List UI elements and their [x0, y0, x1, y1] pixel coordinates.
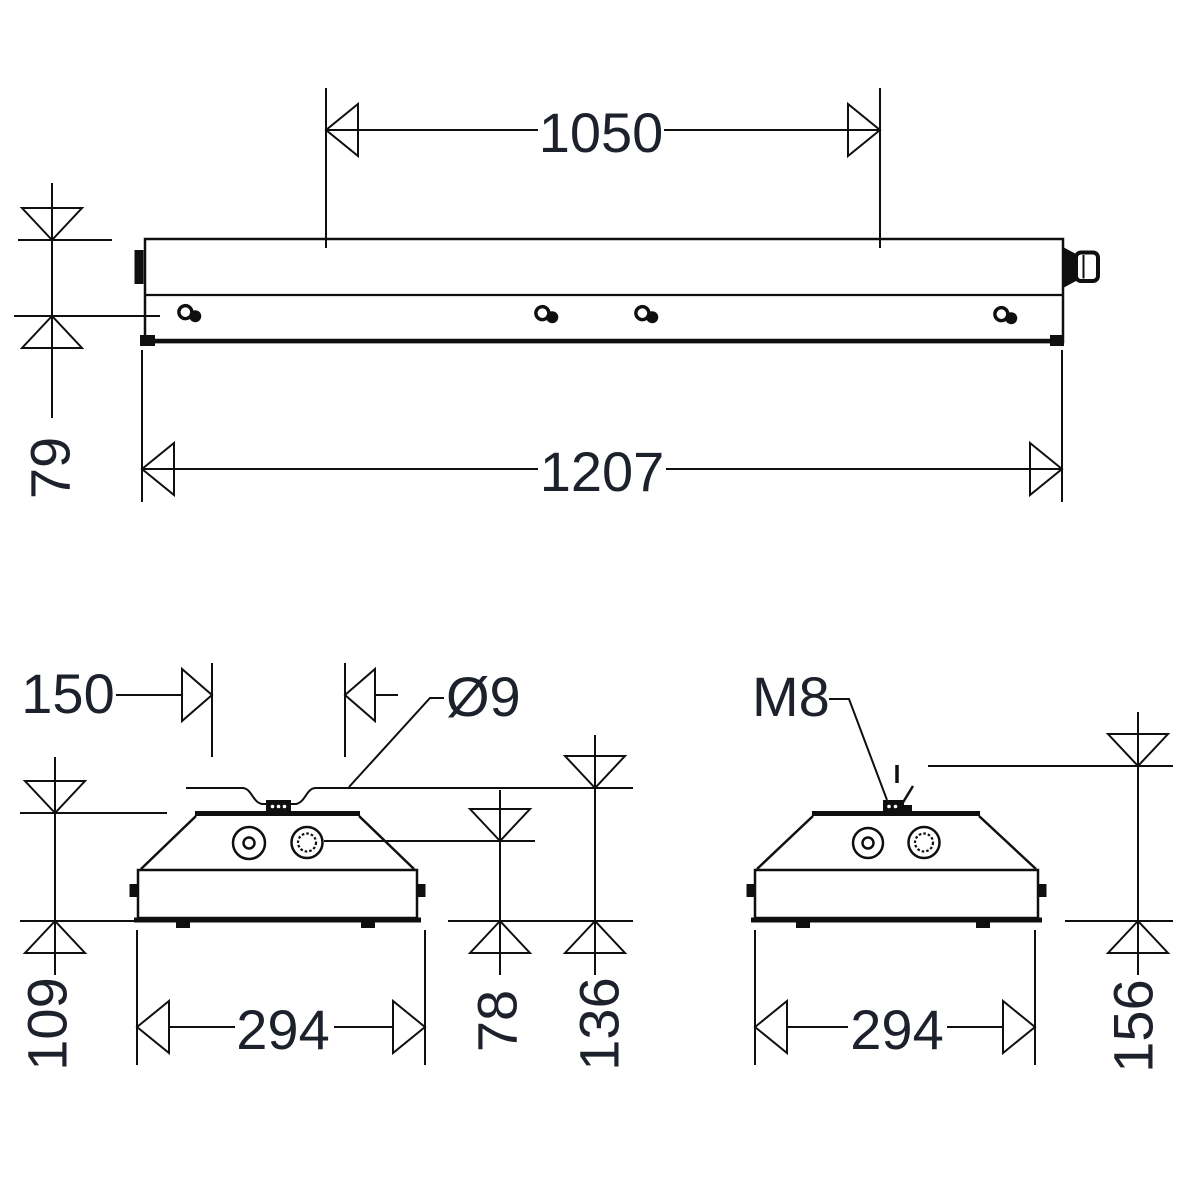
top-view-side-elevation — [134, 237, 1100, 346]
dimension-78: 78 — [324, 790, 633, 1052]
arrowhead-right — [1029, 440, 1064, 498]
end-view-left — [129, 787, 633, 928]
arrowhead-left — [135, 998, 170, 1056]
arrowhead-bottom — [1105, 919, 1171, 954]
dim-150-label: 150 — [21, 662, 114, 725]
arrowhead-left — [140, 440, 175, 498]
side-tab-right — [1037, 884, 1047, 897]
housing-base — [136, 868, 419, 920]
dim-78-label: 78 — [466, 990, 529, 1052]
dim-136-label: 136 — [568, 977, 631, 1070]
arrowhead-bottom — [562, 919, 628, 954]
housing-slant-left — [756, 815, 814, 870]
dim-m8-label: M8 — [752, 665, 830, 728]
foot-right — [976, 922, 990, 928]
leader-line — [348, 697, 444, 788]
left-end-tab — [134, 250, 144, 284]
fixing-clip-icon — [534, 304, 559, 324]
dim-79-label: 79 — [19, 437, 82, 499]
mounting-strap-line — [186, 787, 633, 805]
dimension-79: 79 — [14, 183, 160, 499]
dimension-294-right: 294 — [753, 930, 1037, 1065]
housing-slant-right — [358, 815, 415, 870]
callout-stud-thread: M8 — [752, 665, 888, 801]
stud-side-nub — [903, 805, 912, 814]
arrowhead-bottom — [467, 919, 533, 954]
bottom-left-corner-tab — [140, 335, 155, 346]
fixing-clip-icon — [634, 304, 659, 324]
cable-gland-base — [1063, 247, 1076, 288]
arrowhead-left — [753, 998, 788, 1056]
dimension-156: 156 — [928, 712, 1173, 1073]
arrowhead-top — [467, 808, 533, 843]
cable-entry-knockout — [231, 825, 267, 861]
dimension-294-left: 294 — [135, 930, 427, 1065]
housing-base — [753, 868, 1040, 920]
fixing-clip-icon — [177, 303, 202, 323]
arrowhead-top — [1105, 733, 1171, 768]
fixing-clip-icon — [993, 305, 1018, 325]
leader-line — [829, 698, 888, 801]
side-tab-left — [746, 884, 756, 897]
cable-entry-knockout-serrated — [290, 825, 324, 860]
side-tab-left — [129, 884, 139, 897]
foot-left — [796, 922, 810, 928]
dimension-109: 109 — [16, 757, 167, 1071]
dim-109-label: 109 — [16, 977, 79, 1070]
housing-slant-right — [978, 815, 1037, 870]
housing-slant-left — [140, 815, 197, 870]
arrowhead-right — [343, 666, 376, 724]
dimension-150: 150 — [21, 662, 398, 757]
dimension-1207: 1207 — [140, 350, 1064, 503]
callout-hole-diameter: Ø9 — [348, 665, 521, 788]
side-tab-right — [416, 884, 426, 897]
dim-o9-label: Ø9 — [446, 665, 521, 728]
cable-entry-knockout — [851, 826, 885, 860]
dim-156-label: 156 — [1102, 979, 1165, 1072]
arrowhead-right — [392, 998, 427, 1056]
arrowhead-left — [181, 666, 214, 724]
arrowhead-top — [22, 780, 88, 815]
stud-detail-line — [900, 785, 915, 805]
cable-gland-nut — [1074, 250, 1100, 283]
luminaire-body-outline — [143, 237, 1065, 344]
dim-294-right-label: 294 — [850, 998, 943, 1061]
cable-entry-knockout-serrated — [907, 825, 941, 860]
arrowhead-left — [324, 101, 359, 159]
foot-left — [176, 922, 190, 928]
dimension-1050: 1050 — [324, 88, 882, 248]
dim-1207-label: 1207 — [540, 440, 665, 503]
m8-stud-base — [883, 800, 904, 813]
dim-1050-label: 1050 — [539, 101, 664, 164]
arrowhead-top — [562, 755, 628, 790]
dim-294-left-label: 294 — [236, 998, 329, 1061]
bottom-right-corner-tab — [1050, 335, 1064, 346]
arrowhead-bottom — [19, 314, 85, 349]
arrowhead-bottom — [22, 919, 88, 954]
end-view-right — [746, 765, 1047, 928]
arrowhead-right — [847, 101, 882, 159]
foot-right — [361, 922, 375, 928]
dimension-136: 136 — [562, 735, 631, 1071]
arrowhead-right — [1002, 998, 1037, 1056]
arrowhead-top — [19, 207, 85, 242]
